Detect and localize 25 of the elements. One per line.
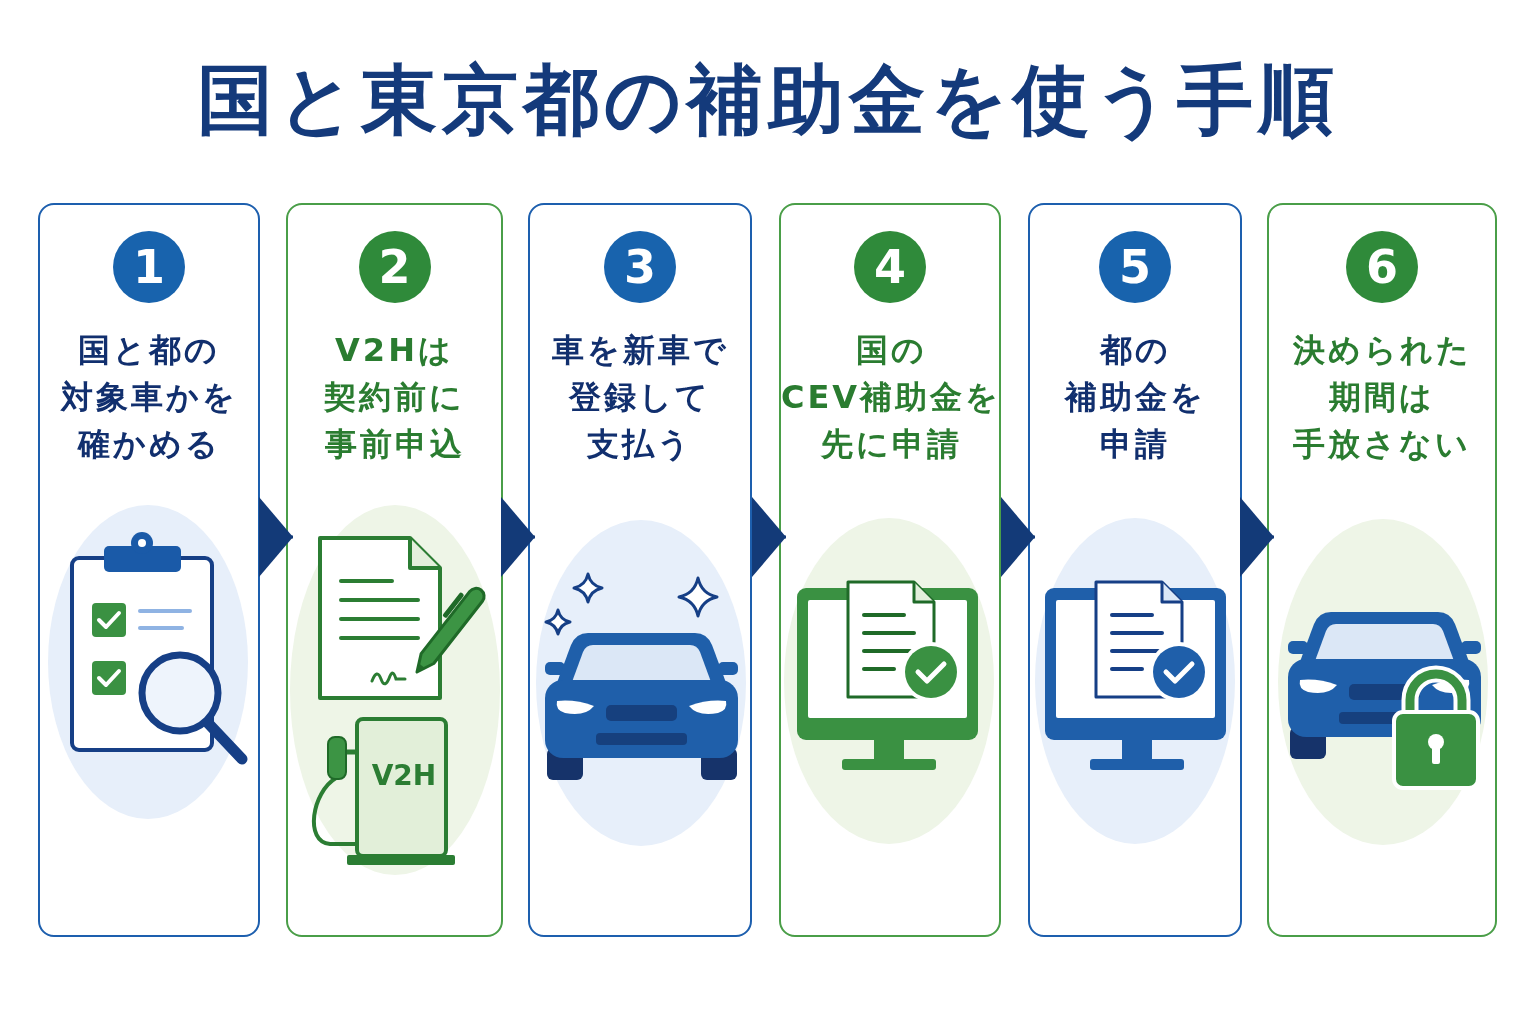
number-badge: 6 bbox=[1346, 231, 1418, 303]
number-badge: 4 bbox=[854, 231, 926, 303]
number-badge: 5 bbox=[1099, 231, 1171, 303]
step-card bbox=[1267, 203, 1497, 937]
number-badge: 1 bbox=[113, 231, 185, 303]
title: 国と東京都の補助金を使う手順 bbox=[197, 54, 1339, 146]
number-badge: 3 bbox=[604, 231, 676, 303]
step-card bbox=[38, 203, 260, 937]
step-card bbox=[1028, 203, 1242, 937]
step-card bbox=[528, 203, 752, 937]
step-text: 国と都の対象車かを確かめる bbox=[60, 330, 238, 465]
arrow bbox=[1240, 497, 1274, 577]
charger-label: V2H bbox=[371, 761, 437, 791]
arrow bbox=[501, 497, 535, 577]
arrow bbox=[1001, 497, 1035, 577]
number-badge: 2 bbox=[358, 231, 431, 303]
step-text: V2Hは契約前に事前申込 bbox=[324, 330, 465, 465]
step-card bbox=[779, 203, 1001, 937]
arrow bbox=[259, 497, 293, 577]
step-text: 車を新車で登録して支払う bbox=[551, 330, 729, 465]
arrow bbox=[752, 497, 786, 577]
step-text: 国のCEV補助金を先に申請 bbox=[781, 330, 1002, 465]
step-text: 都の補助金を申請 bbox=[1064, 330, 1206, 465]
step-card bbox=[286, 203, 503, 937]
step-text: 決められた期間は手放さない bbox=[1292, 330, 1472, 465]
